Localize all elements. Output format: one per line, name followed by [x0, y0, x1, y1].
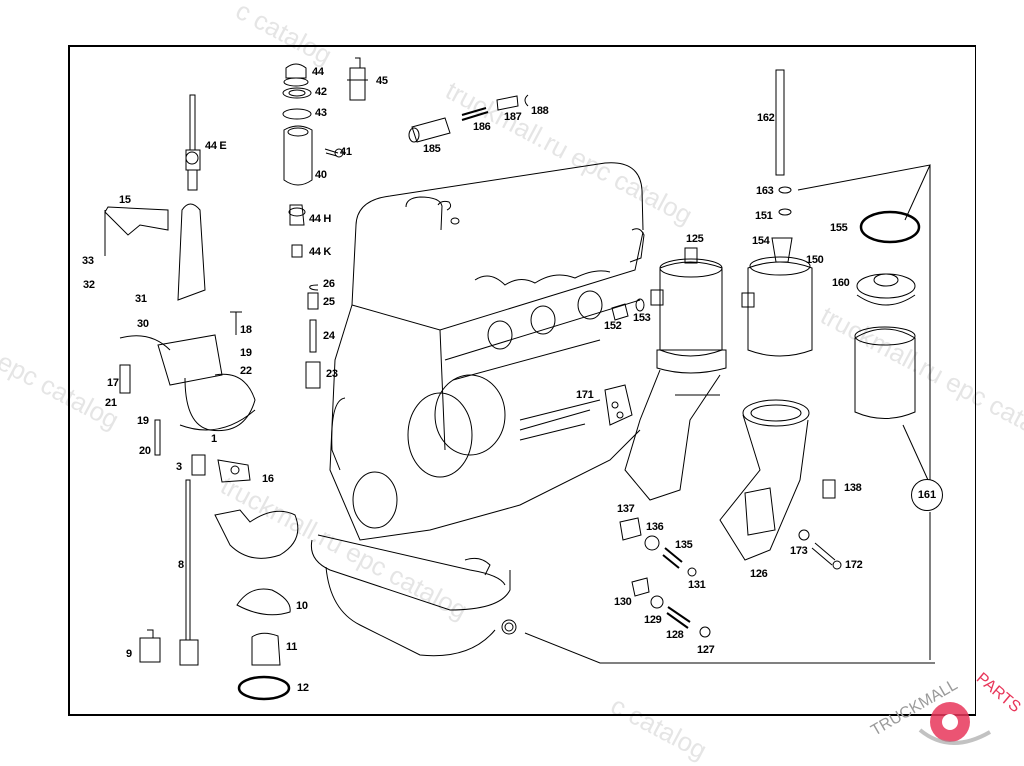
callout-bubble-161[interactable]: 161	[911, 479, 943, 511]
part-label-17[interactable]: 17	[107, 377, 119, 389]
part-label-11[interactable]: 11	[286, 641, 298, 653]
part-label-129[interactable]: 129	[644, 614, 662, 626]
part-label-12[interactable]: 12	[297, 682, 309, 694]
part-label-44[interactable]: 44	[312, 66, 324, 78]
part-label-187[interactable]: 187	[504, 111, 522, 123]
part-label-126[interactable]: 126	[750, 568, 768, 580]
valve-parts-drawing	[408, 94, 529, 143]
part-label-136[interactable]: 136	[646, 521, 664, 533]
part-label-125[interactable]: 125	[686, 233, 704, 245]
part-label-163[interactable]: 163	[756, 185, 774, 197]
part-label-19[interactable]: 19	[137, 415, 149, 427]
brand-parts: PARTS	[973, 670, 1024, 716]
part-label-3[interactable]: 3	[176, 461, 182, 473]
part-label-45[interactable]: 45	[376, 75, 388, 87]
part-label-173[interactable]: 173	[790, 545, 808, 557]
part-label-16[interactable]: 16	[262, 473, 274, 485]
part-label-154[interactable]: 154	[752, 235, 770, 247]
engine-block-drawing	[310, 162, 935, 664]
part-label-32[interactable]: 32	[83, 279, 95, 291]
gear-icon	[918, 702, 991, 745]
exploded-diagram-art	[104, 57, 935, 701]
part-label-18[interactable]: 18	[240, 324, 252, 336]
part-label-128[interactable]: 128	[666, 629, 684, 641]
part-label-22[interactable]: 22	[240, 365, 252, 377]
part-label-8[interactable]: 8	[178, 559, 184, 571]
part-label-153[interactable]: 153	[633, 312, 651, 324]
part-label-188[interactable]: 188	[531, 105, 549, 117]
part-label-41[interactable]: 41	[340, 146, 352, 158]
part-label-152[interactable]: 152	[604, 320, 622, 332]
part-label-24[interactable]: 24	[323, 330, 335, 342]
part-label-186[interactable]: 186	[473, 121, 491, 133]
part-label-172[interactable]: 172	[845, 559, 863, 571]
part-label-43[interactable]: 43	[315, 107, 327, 119]
part-label-42[interactable]: 42	[315, 86, 327, 98]
part-label-44e[interactable]: 44 E	[205, 140, 227, 152]
part-label-44k[interactable]: 44 K	[309, 246, 332, 258]
part-label-137[interactable]: 137	[617, 503, 635, 515]
part-label-10[interactable]: 10	[296, 600, 308, 612]
part-label-131[interactable]: 131	[688, 579, 706, 591]
part-label-1[interactable]: 1	[211, 433, 217, 445]
callout-label: 161	[917, 489, 937, 501]
part-label-135[interactable]: 135	[675, 539, 693, 551]
part-label-127[interactable]: 127	[697, 644, 715, 656]
part-label-20[interactable]: 20	[139, 445, 151, 457]
part-label-30[interactable]: 30	[137, 318, 149, 330]
part-label-171[interactable]: 171	[576, 389, 594, 401]
part-label-150[interactable]: 150	[806, 254, 824, 266]
part-label-130[interactable]: 130	[614, 596, 632, 608]
part-label-162[interactable]: 162	[757, 112, 775, 124]
part-label-31[interactable]: 31	[135, 293, 147, 305]
part-label-23[interactable]: 23	[326, 368, 338, 380]
part-label-21[interactable]: 21	[105, 397, 117, 409]
diagram-frame	[68, 45, 976, 716]
injector-parts-drawing	[185, 57, 368, 389]
part-label-15[interactable]: 15	[119, 194, 131, 206]
truckmall-parts-logo: TRUCKMALL PARTS	[868, 670, 1024, 745]
part-label-160[interactable]: 160	[832, 277, 850, 289]
part-label-151[interactable]: 151	[755, 210, 773, 222]
part-label-185[interactable]: 185	[423, 143, 441, 155]
part-label-33[interactable]: 33	[82, 255, 94, 267]
part-label-138[interactable]: 138	[844, 482, 862, 494]
part-label-19[interactable]: 19	[240, 347, 252, 359]
part-label-155[interactable]: 155	[830, 222, 848, 234]
oil-pump-drawing	[104, 203, 299, 701]
part-label-40[interactable]: 40	[315, 169, 327, 181]
oil-filter-drawing	[604, 69, 931, 660]
part-label-44h[interactable]: 44 H	[309, 213, 332, 225]
part-label-25[interactable]: 25	[323, 296, 335, 308]
part-label-9[interactable]: 9	[126, 648, 132, 660]
part-label-26[interactable]: 26	[323, 278, 335, 290]
